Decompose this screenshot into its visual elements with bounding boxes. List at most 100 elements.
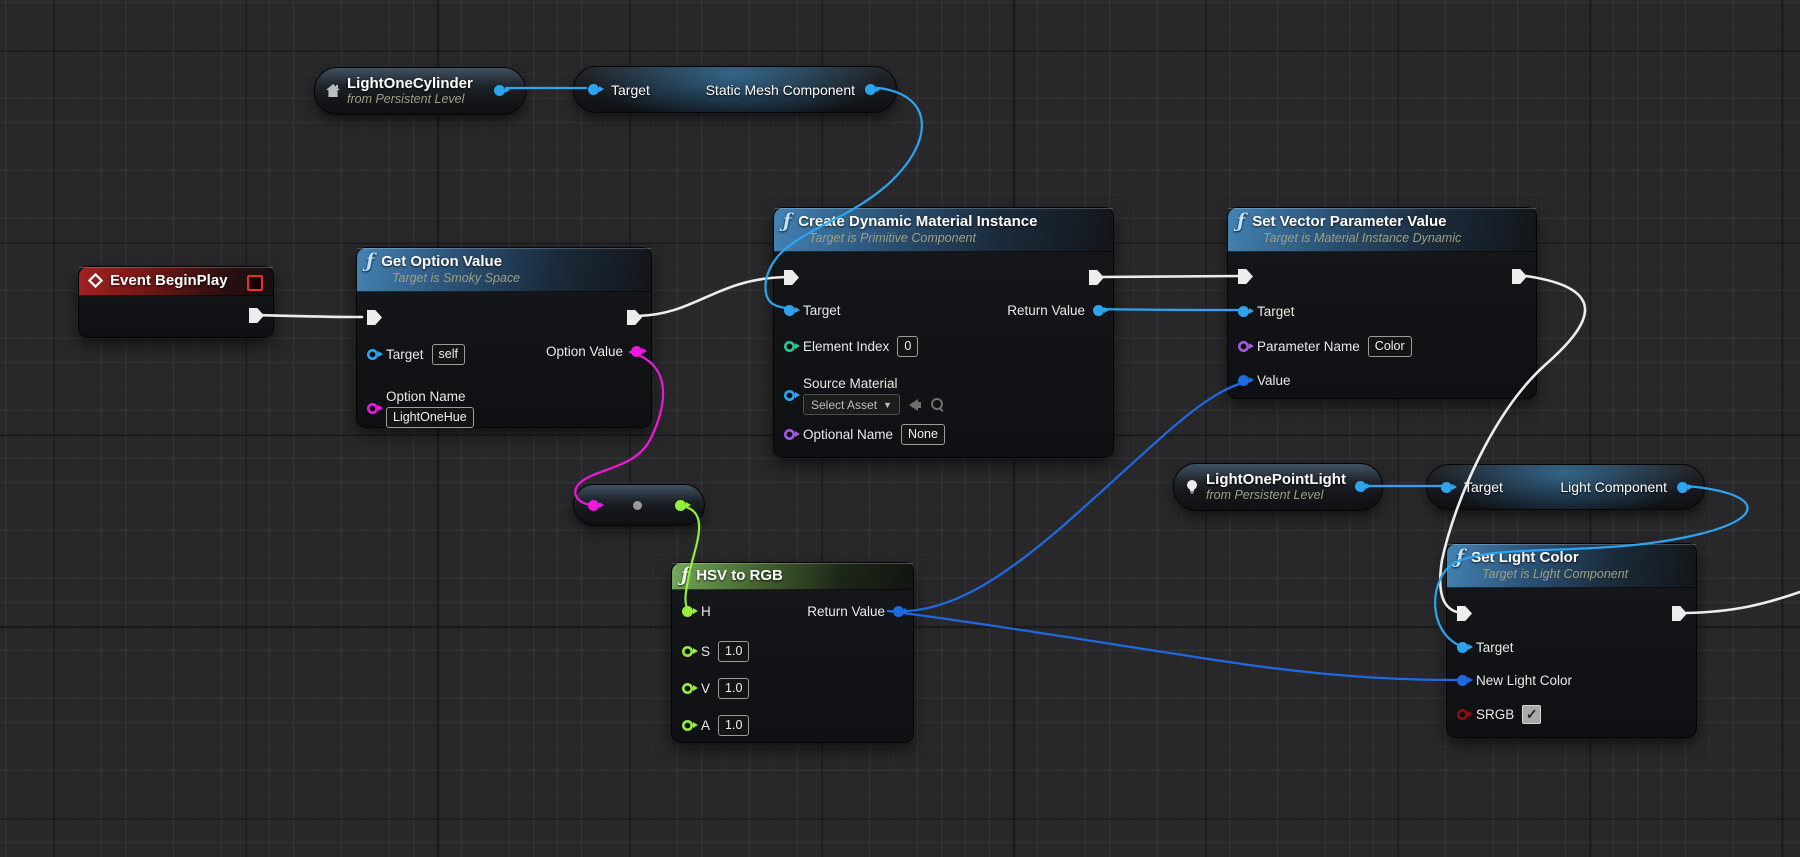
string-in-pin[interactable] (588, 499, 604, 511)
pin-label: Optional Name (803, 427, 894, 442)
use-selected-asset-icon[interactable] (908, 398, 922, 412)
node-set-vector-parameter-value[interactable]: ƒ Set Vector Parameter Value Target is M… (1227, 207, 1537, 399)
pin-label: Source Material (803, 376, 898, 391)
target-pin[interactable] (367, 349, 383, 360)
select-asset-dropdown[interactable]: Select Asset ▼ (803, 394, 900, 415)
h-pin[interactable] (682, 606, 698, 617)
node-event-beginplay[interactable]: Event BeginPlay (78, 266, 274, 338)
target-in-pin[interactable] (1441, 481, 1457, 493)
node-create-dynamic-material-instance[interactable]: ƒ Create Dynamic Material Instance Targe… (773, 207, 1114, 458)
target-pin[interactable] (784, 305, 800, 316)
wire-exec-setlightcolor-out[interactable] (1684, 590, 1800, 615)
wire-exec-cdmi-to-setvectorparam[interactable] (1098, 274, 1244, 279)
node-subtitle: Target is Primitive Component (809, 231, 976, 245)
pin-label: New Light Color (1476, 673, 1573, 688)
pin-label: SRGB (1476, 707, 1515, 722)
node-title: Set Vector Parameter Value (1252, 213, 1447, 230)
pin-label: Target (803, 303, 841, 318)
function-icon: ƒ (366, 250, 375, 272)
return-value-out-pin[interactable] (1093, 305, 1109, 316)
point-light-bulb-icon (1187, 480, 1197, 494)
source-material-pin[interactable] (784, 390, 800, 401)
target-value-box[interactable]: self (431, 344, 465, 365)
new-light-color-pin[interactable] (1457, 675, 1473, 686)
optional-name-value-box[interactable]: None (901, 424, 945, 445)
pin-label: Static Mesh Component (705, 81, 855, 98)
object-out-pin[interactable] (1355, 481, 1371, 492)
object-out-pin[interactable] (1677, 481, 1693, 493)
a-pin[interactable] (682, 720, 698, 731)
exec-in-pin[interactable] (1457, 606, 1472, 621)
pin-label: Target (386, 347, 424, 362)
pin-label: Target (1464, 479, 1503, 495)
exec-out-pin[interactable] (1512, 269, 1527, 284)
pin-label: Target (1257, 304, 1295, 319)
pin-label: H (701, 604, 711, 619)
exec-out-pin[interactable] (249, 308, 264, 323)
variable-title: LightOneCylinder (347, 75, 473, 92)
v-pin[interactable] (682, 683, 698, 694)
return-value-out-pin[interactable] (893, 606, 909, 617)
exec-in-pin[interactable] (367, 310, 382, 325)
wire-exec-getoptionvalue-to-cdmi[interactable] (636, 275, 790, 318)
object-out-pin[interactable] (865, 84, 881, 95)
node-subtitle: Target is Material Instance Dynamic (1263, 231, 1462, 245)
wire-data-cdmi-return-to-svpv-target[interactable] (1094, 307, 1248, 312)
node-string-to-float-conversion[interactable] (573, 484, 705, 526)
pin-label: Return Value (1007, 303, 1085, 318)
node-hsv-to-rgb[interactable]: ƒ HSV to RGB H Return Value S 1.0 V 1.0 … (671, 562, 914, 743)
exec-out-pin[interactable] (1089, 270, 1104, 285)
value-pin[interactable] (1238, 375, 1254, 386)
pin-label: Option Name (386, 389, 466, 404)
node-subtitle: Target is Smoky Space (392, 271, 521, 285)
wire-data-hsv-return-to-newlightcolor[interactable] (886, 609, 1462, 682)
option-name-value-box[interactable]: LightOneHue (386, 407, 474, 428)
pin-label: Target (1476, 640, 1514, 655)
a-value-box[interactable]: 1.0 (718, 715, 750, 736)
node-subtitle: Target is Light Component (1482, 567, 1629, 581)
node-set-light-color[interactable]: ƒ Set Light Color Target is Light Compon… (1446, 543, 1697, 738)
browse-asset-search-icon[interactable] (930, 397, 944, 412)
parameter-name-pin[interactable] (1238, 341, 1254, 352)
object-out-pin[interactable] (494, 85, 510, 96)
float-out-pin[interactable] (675, 499, 691, 511)
function-icon: ƒ (1237, 210, 1246, 232)
exec-out-pin[interactable] (627, 310, 642, 325)
element-index-pin[interactable] (784, 341, 800, 352)
function-icon: ƒ (681, 564, 690, 586)
node-light-component[interactable]: Target Light Component (1426, 464, 1705, 510)
srgb-checkbox[interactable]: ✓ (1522, 705, 1542, 724)
delegate-pin[interactable] (247, 275, 263, 291)
pin-label: Target (611, 81, 650, 98)
node-title: HSV to RGB (696, 567, 783, 584)
node-static-mesh-component[interactable]: Target Static Mesh Component (573, 66, 897, 113)
variable-subtitle: from Persistent Level (347, 92, 465, 106)
exec-in-pin[interactable] (784, 270, 799, 285)
target-in-pin[interactable] (588, 84, 604, 95)
pin-label: Element Index (803, 339, 890, 354)
s-value-box[interactable]: 1.0 (718, 641, 750, 662)
function-icon: ƒ (1456, 546, 1465, 568)
target-pin[interactable] (1457, 642, 1473, 653)
conversion-dot-icon (632, 500, 642, 510)
event-diamond-icon (88, 273, 103, 288)
node-lightonecylinder[interactable]: LightOneCylinder from Persistent Level (314, 67, 526, 115)
option-name-pin[interactable] (367, 403, 383, 414)
node-lightonepointlight[interactable]: LightOnePointLight from Persistent Level (1173, 463, 1383, 511)
v-value-box[interactable]: 1.0 (718, 678, 750, 699)
pin-label: A (701, 718, 711, 733)
target-pin[interactable] (1238, 306, 1254, 317)
node-get-option-value[interactable]: ƒ Get Option Value Target is Smoky Space… (356, 247, 652, 428)
exec-out-pin[interactable] (1672, 606, 1687, 621)
element-index-value-box[interactable]: 0 (897, 336, 919, 357)
pin-label: V (701, 681, 711, 696)
parameter-name-value-box[interactable]: Color (1367, 336, 1412, 357)
caret-down-icon: ▼ (883, 399, 892, 410)
pin-label: Light Component (1560, 479, 1667, 495)
srgb-pin[interactable] (1457, 709, 1473, 720)
optional-name-pin[interactable] (784, 429, 800, 440)
s-pin[interactable] (682, 646, 698, 657)
option-value-out-pin[interactable] (631, 346, 647, 357)
exec-in-pin[interactable] (1238, 269, 1253, 284)
